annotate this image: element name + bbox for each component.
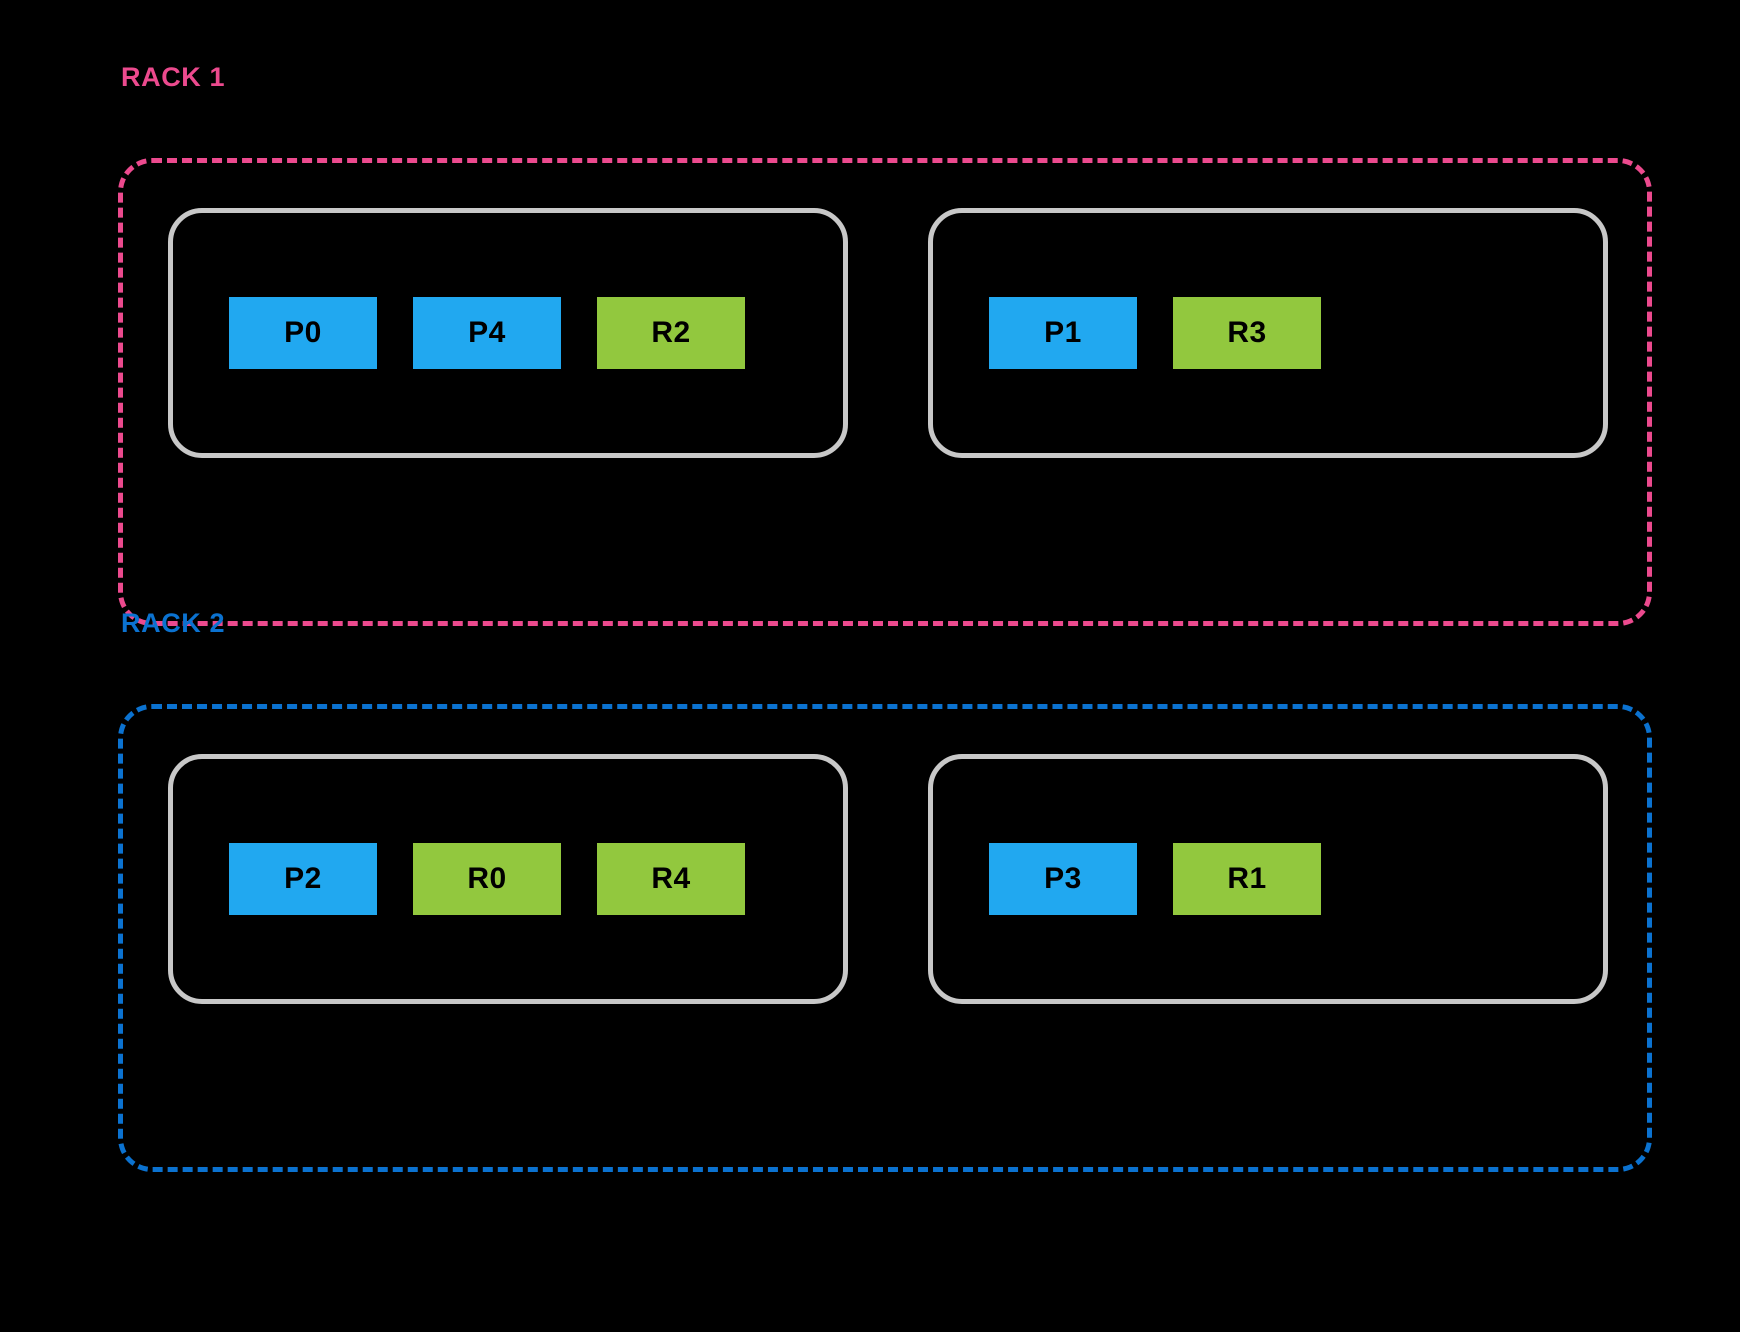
rack-1-node-1: P0 P4 R2 xyxy=(168,208,848,458)
rack-label-1: RACK 1 xyxy=(121,62,226,92)
chip-p3-label: P3 xyxy=(1044,862,1082,895)
chip-r2: R2 xyxy=(597,297,745,369)
rack-2-node-1-chip-row: P2 R0 R4 xyxy=(229,843,745,915)
rack-2-node-2-chip-row: P3 R1 xyxy=(989,843,1321,915)
rack-2-node-2: P3 R1 xyxy=(928,754,1608,1004)
chip-r2-label: R2 xyxy=(651,316,691,349)
rack-2-node-1: P2 R0 R4 xyxy=(168,754,848,1004)
chip-p2-label: P2 xyxy=(284,862,322,895)
chip-p0-label: P0 xyxy=(284,316,322,349)
chip-p1: P1 xyxy=(989,297,1137,369)
chip-p2: P2 xyxy=(229,843,377,915)
chip-r0-label: R0 xyxy=(467,862,507,895)
chip-r1: R1 xyxy=(1173,843,1321,915)
rack-1-node-1-chip-row: P0 P4 R2 xyxy=(229,297,745,369)
chip-r0: R0 xyxy=(413,843,561,915)
chip-p4-label: P4 xyxy=(468,316,506,349)
chip-r3: R3 xyxy=(1173,297,1321,369)
chip-p1-label: P1 xyxy=(1044,316,1082,349)
rack-label-2: RACK 2 xyxy=(121,608,226,638)
chip-r4: R4 xyxy=(597,843,745,915)
rack-boundary-2 xyxy=(118,704,1652,1172)
rack-1-node-2-chip-row: P1 R3 xyxy=(989,297,1321,369)
chip-r3-label: R3 xyxy=(1227,316,1267,349)
rack-1-node-2: P1 R3 xyxy=(928,208,1608,458)
chip-r4-label: R4 xyxy=(651,862,691,895)
rack-boundary-1 xyxy=(118,158,1652,626)
chip-r1-label: R1 xyxy=(1227,862,1267,895)
chip-p4: P4 xyxy=(413,297,561,369)
chip-p3: P3 xyxy=(989,843,1137,915)
chip-p0: P0 xyxy=(229,297,377,369)
